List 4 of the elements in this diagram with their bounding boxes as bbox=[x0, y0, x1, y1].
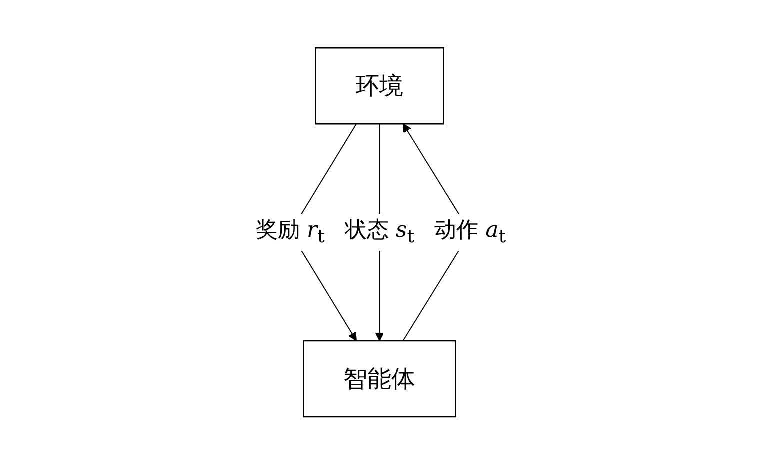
edge-label: 动作 a$_{t}$ bbox=[434, 218, 506, 247]
node-box: 环境 bbox=[314, 46, 444, 124]
edge-label: 奖励 r$_{t}$ bbox=[256, 218, 325, 247]
node-box: 智能体 bbox=[302, 340, 456, 418]
